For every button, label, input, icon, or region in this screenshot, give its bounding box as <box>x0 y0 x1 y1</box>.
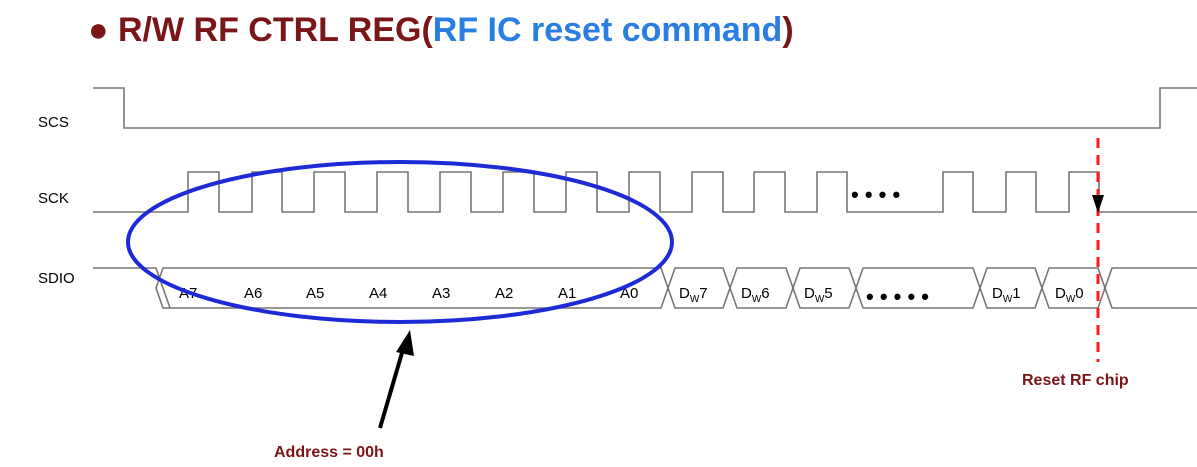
data-bit-dw0: DW0 <box>1055 285 1084 305</box>
address-annotation: Address = 00h <box>274 444 384 461</box>
data-bit-dw1: DW1 <box>992 285 1021 305</box>
data-bit-dw7: DW7 <box>679 285 708 305</box>
reset-annotation: Reset RF chip <box>1022 372 1129 389</box>
scs-waveform <box>93 87 1197 129</box>
title-command: RF IC reset command <box>432 11 783 49</box>
address-bit-a4: A4 <box>369 285 387 302</box>
data-bit-dw5: DW5 <box>804 285 833 305</box>
address-highlight-ellipse <box>126 160 674 324</box>
address-arrow-head-icon <box>396 330 414 356</box>
signal-label-sck: SCK <box>38 190 69 207</box>
address-bit-a6: A6 <box>244 285 262 302</box>
sck-waveform <box>93 171 1197 213</box>
sdio-idle-line <box>93 267 171 309</box>
sck-ellipsis: • • • • <box>851 182 900 207</box>
address-bit-a2: A2 <box>495 285 513 302</box>
title-main: R/W RF CTRL REG( <box>117 11 433 49</box>
data-bit-dw6: DW6 <box>741 285 770 305</box>
title-close-paren: ) <box>782 11 794 49</box>
reset-edge-arrow-icon <box>1092 195 1104 213</box>
sdio-address-segment <box>155 267 669 309</box>
address-bit-a5: A5 <box>306 285 324 302</box>
bullet-icon: ● <box>88 11 118 49</box>
address-arrow-shaft <box>378 345 406 429</box>
slide-title: ● R/W RF CTRL REG(RF IC reset command) <box>88 8 794 52</box>
signal-label-scs: SCS <box>38 114 69 131</box>
sdio-ellipsis: • • • • • <box>866 284 929 309</box>
sdio-trailing-segment <box>1104 267 1197 309</box>
address-bit-a1: A1 <box>558 285 576 302</box>
address-bit-a3: A3 <box>432 285 450 302</box>
sdio-bus <box>93 267 1197 309</box>
signal-label-sdio: SDIO <box>38 270 75 287</box>
